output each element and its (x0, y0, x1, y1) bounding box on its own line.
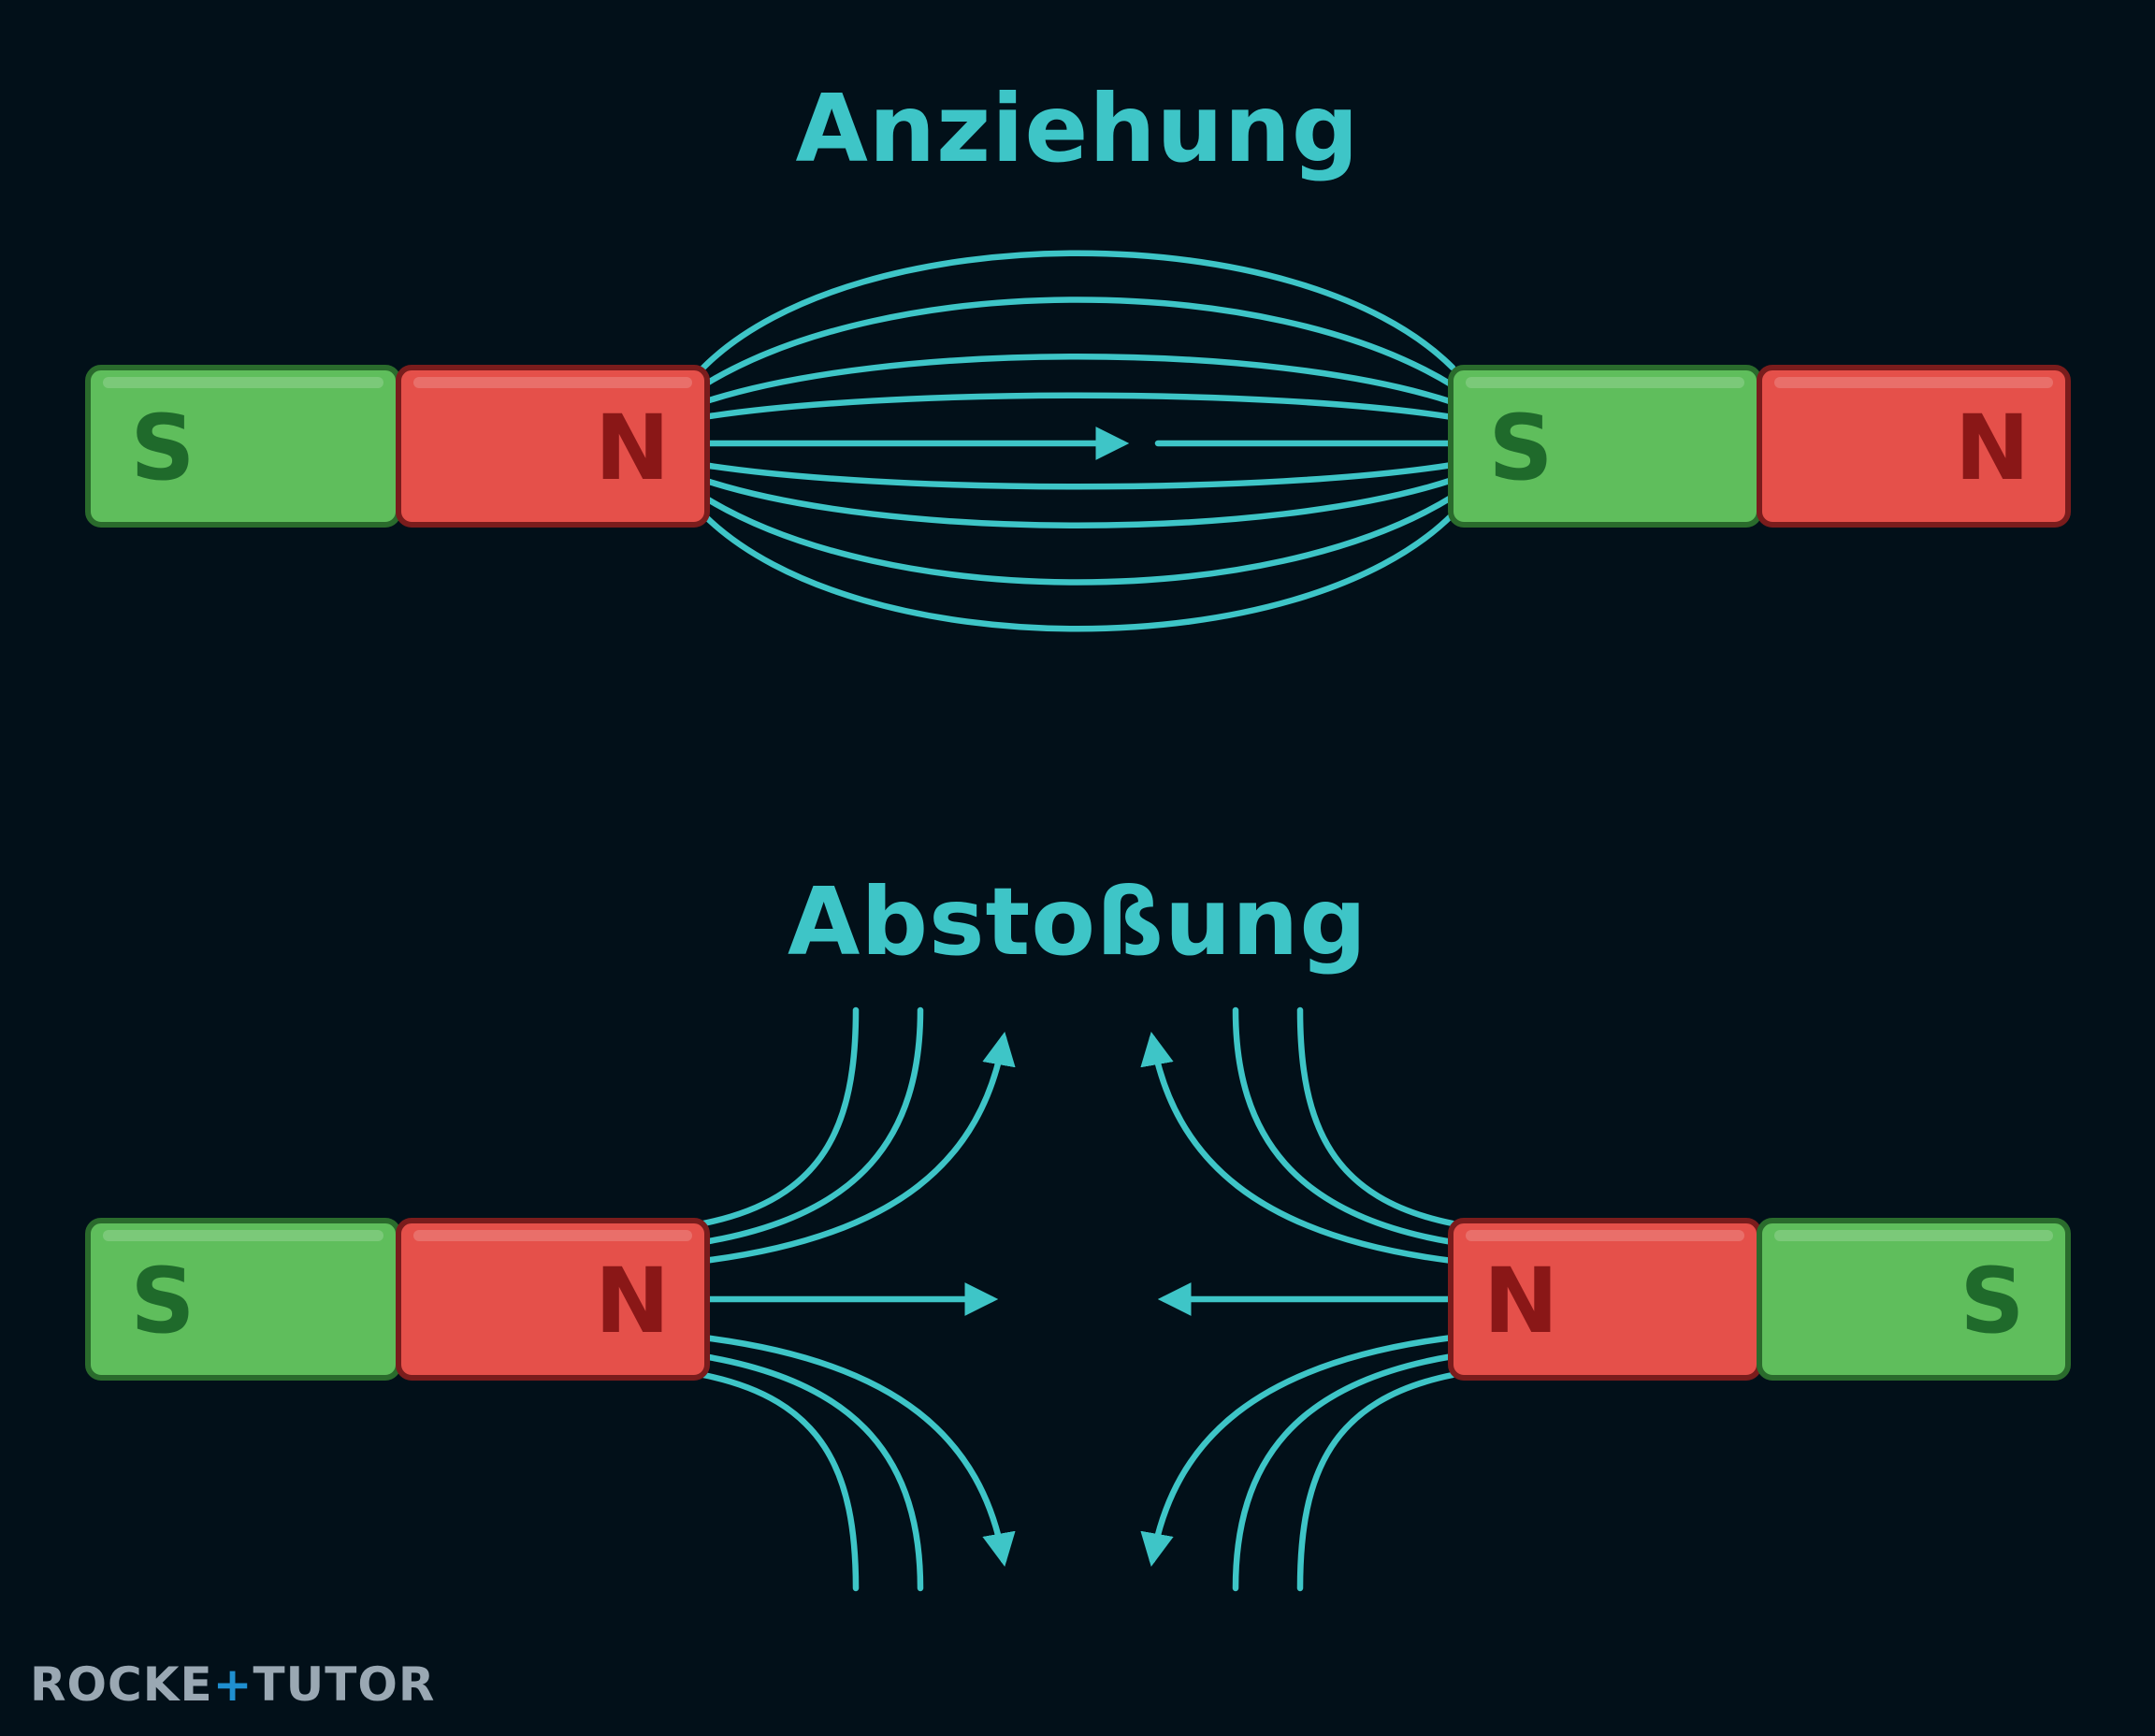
field-line (700, 250, 1456, 371)
field-line (700, 297, 1456, 389)
magnet-highlight (103, 377, 383, 388)
attraction-title: Anziehung (795, 74, 1359, 183)
logo-part-3: R (398, 1657, 436, 1712)
field-line (700, 1353, 924, 1592)
field-line (700, 1371, 860, 1592)
field-line (1232, 1006, 1456, 1246)
pole-label: N (1955, 396, 2030, 500)
attraction-left-magnet: S N (85, 365, 710, 528)
field-line (700, 354, 1456, 406)
magnet-highlight (103, 1230, 383, 1241)
magnet-highlight (413, 1230, 692, 1241)
logo-part-2: TUTO (253, 1657, 398, 1712)
south-pole (1757, 1218, 2071, 1381)
attraction-section: Anziehung S N (85, 74, 2071, 632)
pole-label: N (1483, 1249, 1558, 1353)
field-line (700, 511, 1456, 632)
brand-logo: ROCKE+TUTOR (30, 1657, 435, 1712)
repulsion-left-magnet: S N (85, 1218, 710, 1381)
field-line (1296, 1006, 1456, 1227)
field-line (700, 392, 1456, 421)
pole-label: S (1488, 396, 1553, 500)
pole-label: S (130, 396, 195, 500)
magnet-highlight (413, 377, 692, 388)
field-line (1232, 1353, 1456, 1592)
logo-plus-icon: + (213, 1657, 253, 1712)
field-line (700, 1006, 860, 1227)
logo-part-1: ROCKE (30, 1657, 213, 1712)
magnet-highlight (1774, 1230, 2053, 1241)
field-line (700, 461, 1456, 490)
field-arrow-down (1140, 1334, 1456, 1568)
repulsion-title: Abstoßung (788, 867, 1367, 976)
north-pole (1757, 365, 2071, 528)
attraction-right-magnet: S N (1448, 365, 2071, 528)
field-line (1296, 1371, 1456, 1592)
field-arrow-down (700, 1334, 1016, 1568)
repulsion-field-lines-right (1140, 1006, 1456, 1592)
magnet-highlight (1774, 377, 2053, 388)
north-pole (396, 1218, 710, 1381)
logo-text: ROCKE+TUTOR (30, 1657, 435, 1712)
pole-label: N (595, 1249, 670, 1353)
pole-label: S (130, 1249, 195, 1353)
repulsion-right-magnet: N S (1448, 1218, 2071, 1381)
field-arrow-up (700, 1031, 1016, 1265)
field-line (700, 1006, 924, 1246)
repulsion-field-lines-left (700, 1006, 1016, 1592)
north-pole (396, 365, 710, 528)
field-arrow-up (1140, 1031, 1456, 1265)
field-line (700, 476, 1456, 528)
repulsion-section: Abstoßung (85, 867, 2071, 1592)
magnet-highlight (1466, 1230, 1744, 1241)
attraction-field-lines (700, 250, 1456, 632)
pole-label: N (595, 396, 670, 500)
pole-label: S (1960, 1249, 2024, 1353)
magnet-highlight (1466, 377, 1744, 388)
field-line (700, 493, 1456, 586)
